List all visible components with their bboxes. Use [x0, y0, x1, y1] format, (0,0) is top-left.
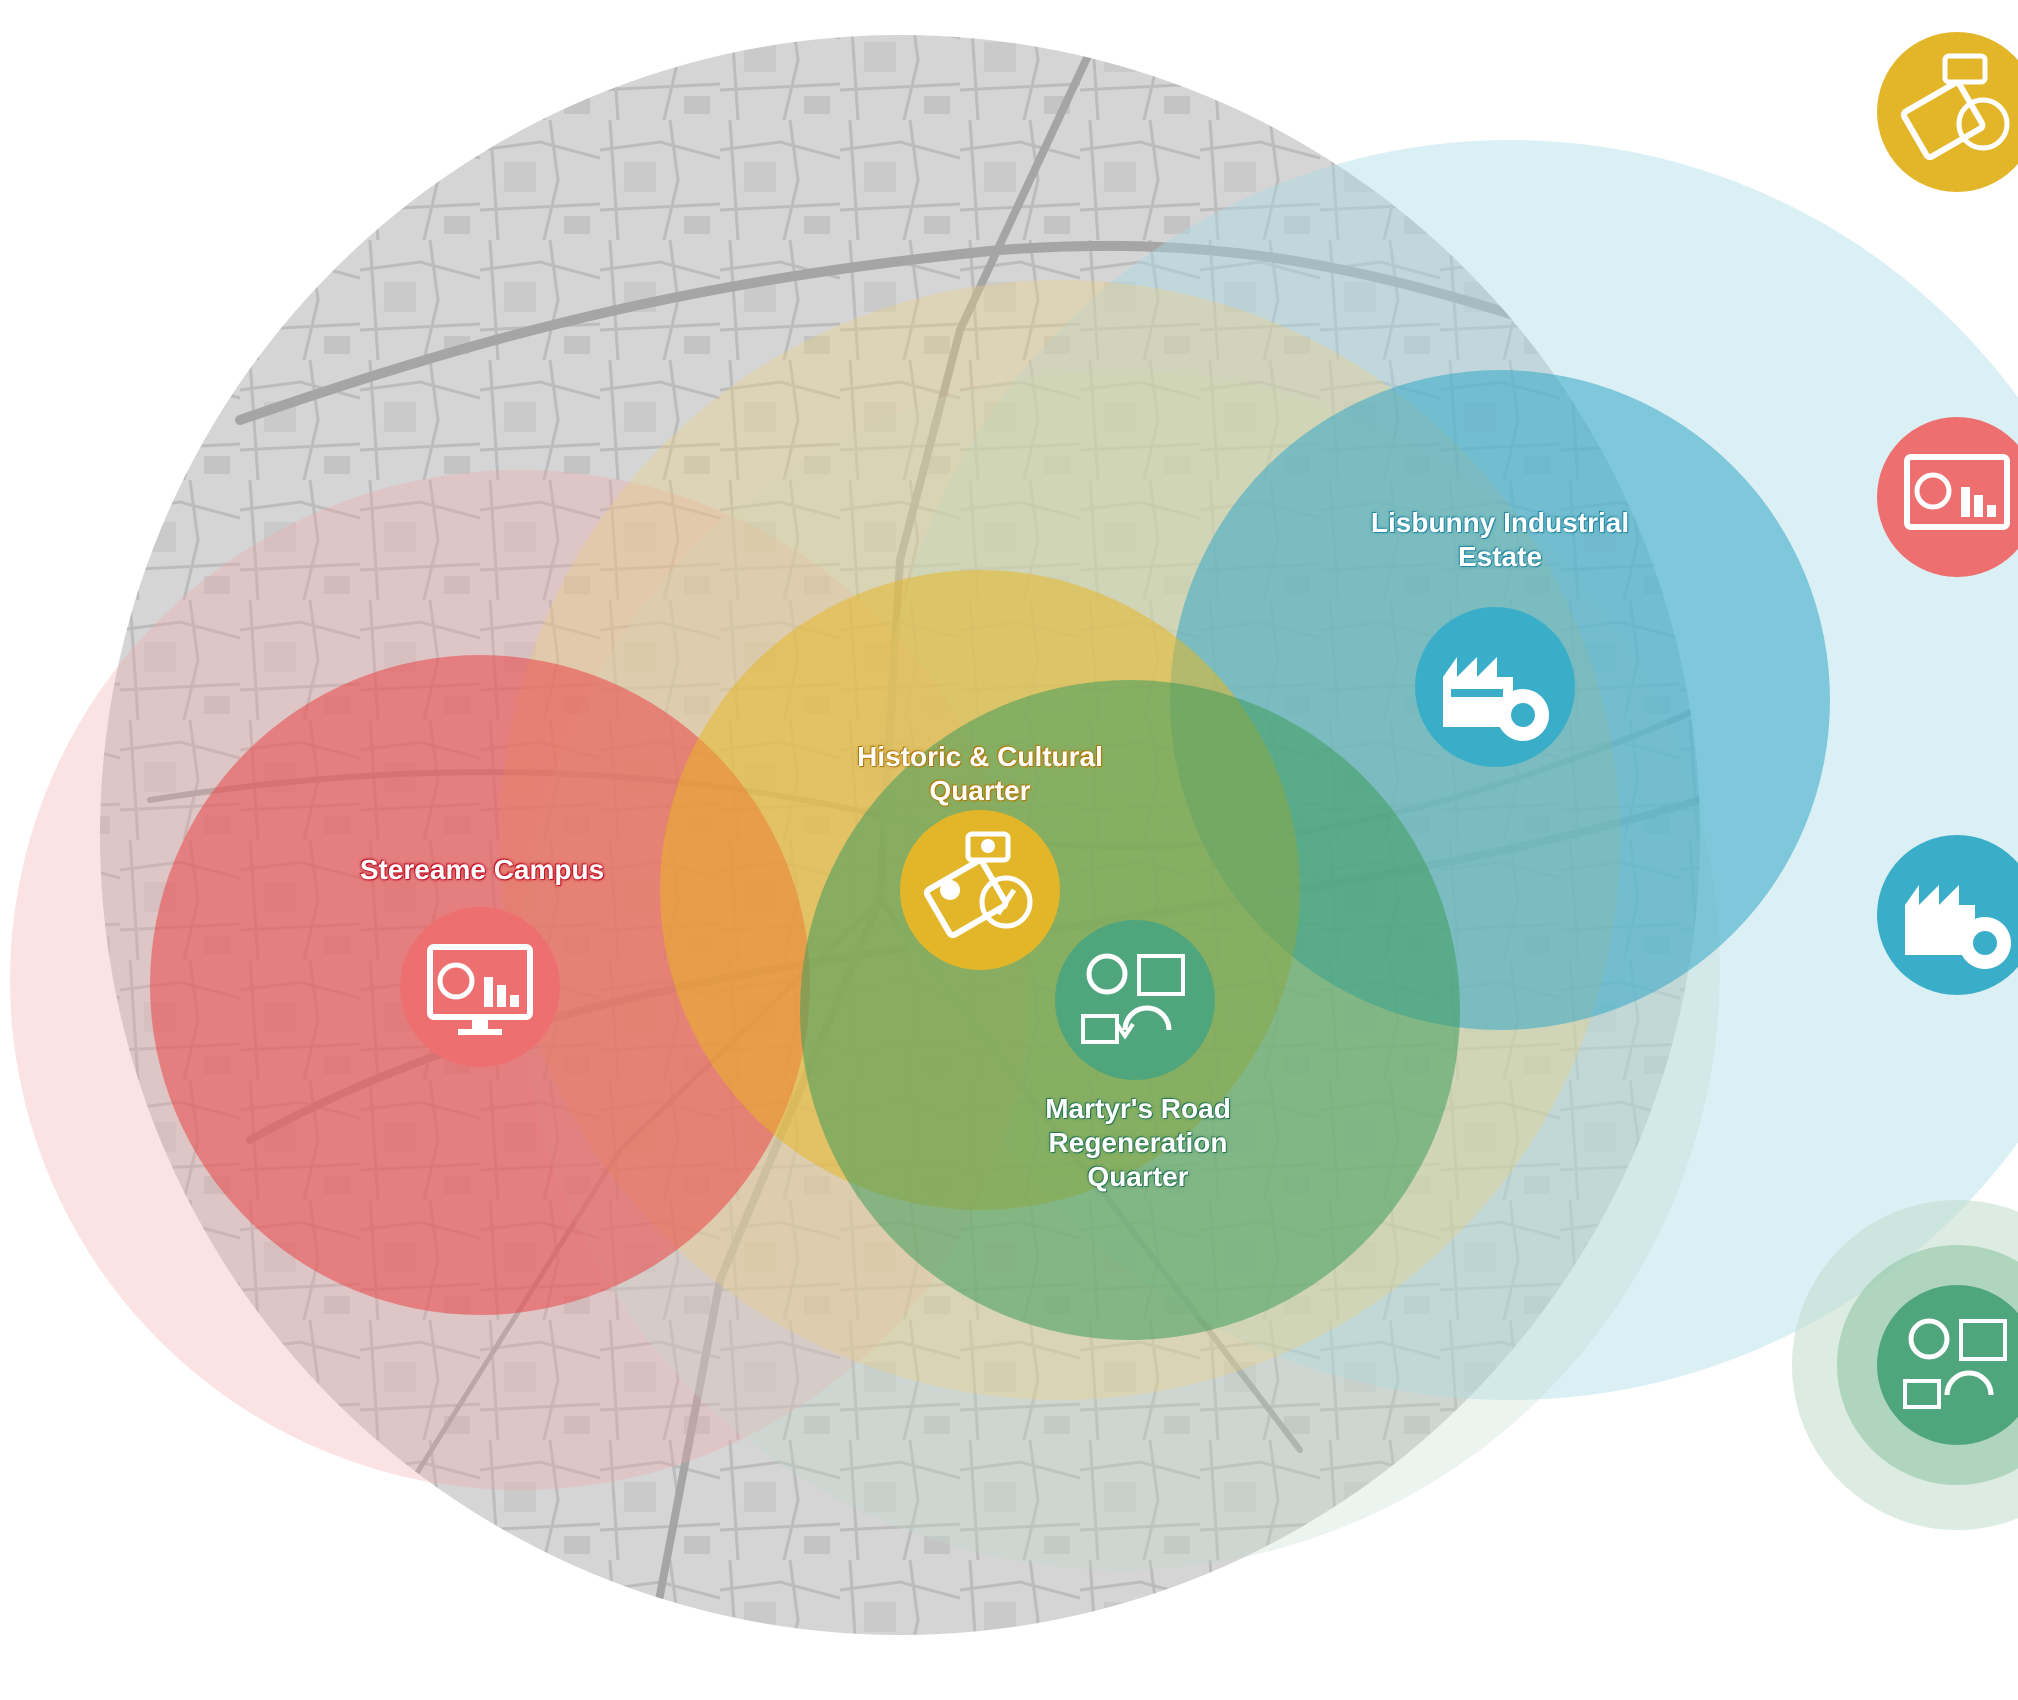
- map-camera-compass-icon: [900, 810, 1060, 970]
- martyrs-road-label: Martyr's Road Regeneration Quarter: [1045, 1093, 1231, 1192]
- stereame-campus-label: Stereame Campus: [359, 854, 605, 885]
- lisbunny-estate-label: Lisbunny Industrial Estate: [1370, 507, 1630, 572]
- monitor-chart-icon: [400, 907, 560, 1067]
- motorway: [235, 240, 1565, 425]
- historic-quarter-label: Historic & Cultural Quarter: [857, 741, 1103, 806]
- legend-item-historic: [1877, 32, 2018, 192]
- legend-item-stereame: [1877, 417, 2018, 577]
- regeneration-icon: [1055, 920, 1215, 1080]
- legend-item-martyrs: [1792, 1200, 2018, 1530]
- legend-item-lisbunny: [1877, 835, 2018, 995]
- legend: [1792, 32, 2018, 1530]
- factory-gear-icon: [1415, 607, 1575, 767]
